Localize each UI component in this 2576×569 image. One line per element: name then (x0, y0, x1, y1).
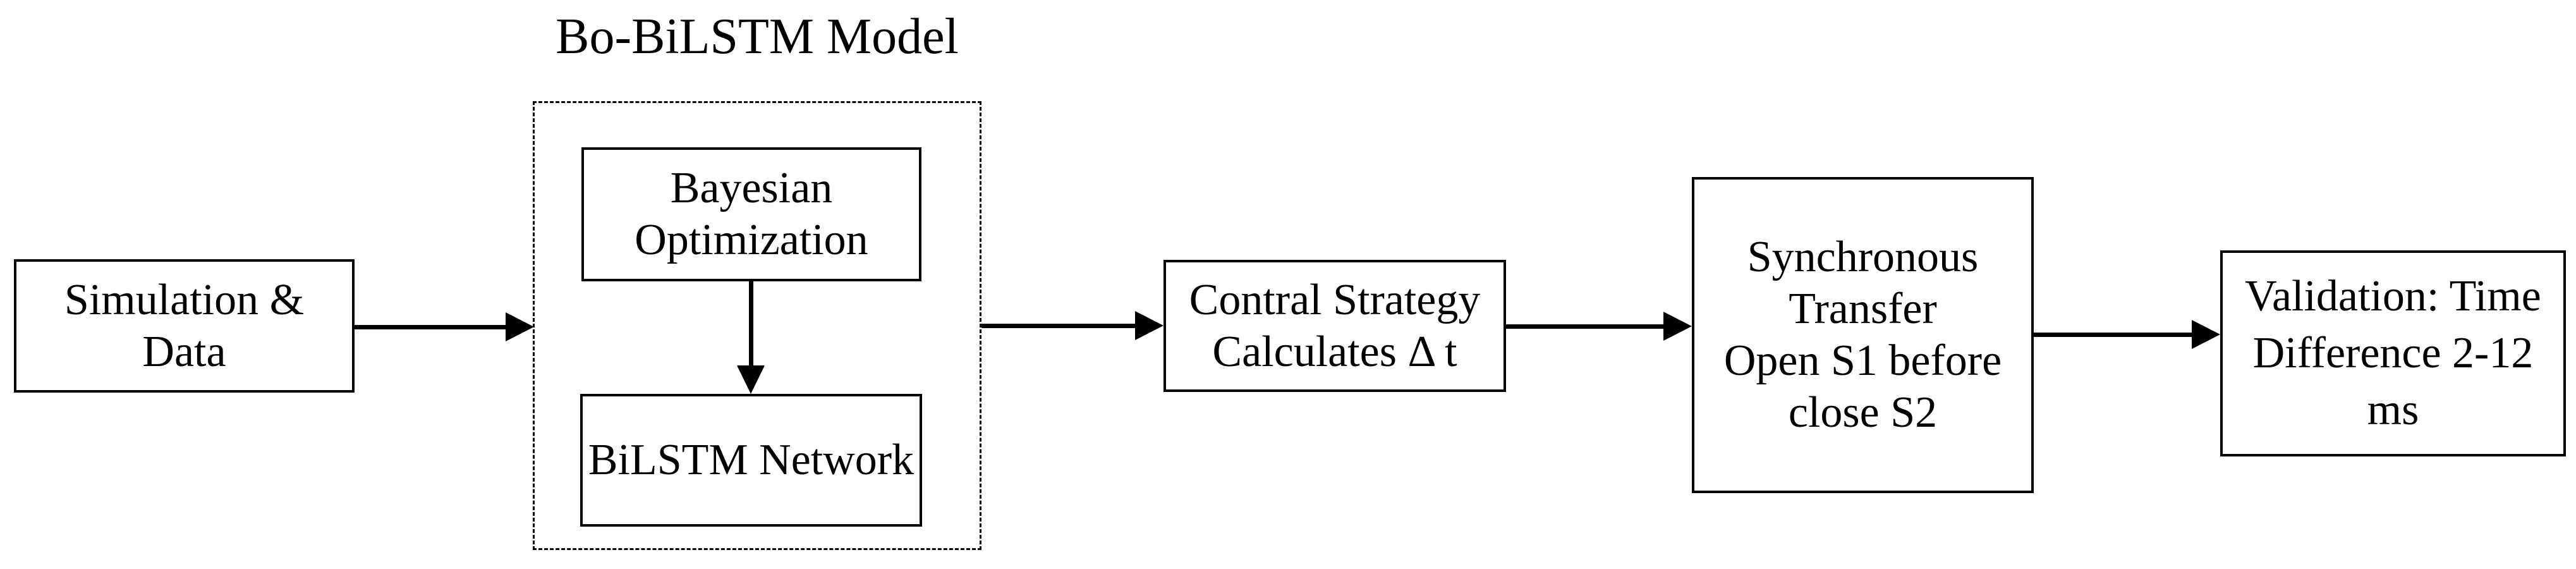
arrow-simulation-to-model (355, 325, 509, 329)
node-text-line: BiLSTM Network (588, 436, 914, 484)
node-text-line: close S2 (1788, 388, 1938, 437)
node-synchronous-transfer: Synchronous Transfer Open S1 before clos… (1692, 177, 2034, 493)
node-text-line: Data (142, 327, 226, 376)
arrowhead-right-icon (1135, 311, 1163, 340)
node-bilstm-network: BiLSTM Network (580, 394, 922, 527)
node-text-line: ms (2367, 386, 2419, 434)
arrowhead-right-icon (1663, 312, 1692, 341)
node-text-line: Optimization (635, 216, 868, 264)
node-text-line: Open S1 before (1723, 336, 2002, 385)
node-text-line: Simulation & (64, 275, 305, 324)
node-text-line: Transfer (1789, 284, 1937, 333)
arrow-model-to-control (981, 324, 1138, 328)
node-simulation-data: Simulation & Data (14, 259, 355, 393)
group-title: Bo-BiLSTM Model (556, 9, 959, 64)
node-control-strategy: Contral Strategy Calculates Δ t (1163, 260, 1506, 392)
arrow-control-to-transfer (1506, 324, 1667, 329)
arrowhead-right-icon (506, 312, 534, 341)
node-text-line: Synchronous (1747, 233, 1979, 281)
node-bayesian-optimization: Bayesian Optimization (581, 147, 921, 281)
arrow-transfer-to-validation (2034, 333, 2195, 337)
node-text-line: Bayesian (670, 164, 833, 212)
node-text-line: Difference 2-12 (2252, 329, 2534, 377)
arrow-bayesian-to-bilstm (749, 281, 753, 369)
arrowhead-down-icon (737, 365, 765, 394)
node-text-line: Calculates Δ t (1212, 327, 1457, 376)
node-validation: Validation: Time Difference 2-12 ms (2220, 250, 2566, 456)
node-text-line: Contral Strategy (1189, 275, 1481, 324)
node-text-line: Validation: Time (2245, 272, 2541, 321)
arrowhead-right-icon (2192, 320, 2220, 349)
